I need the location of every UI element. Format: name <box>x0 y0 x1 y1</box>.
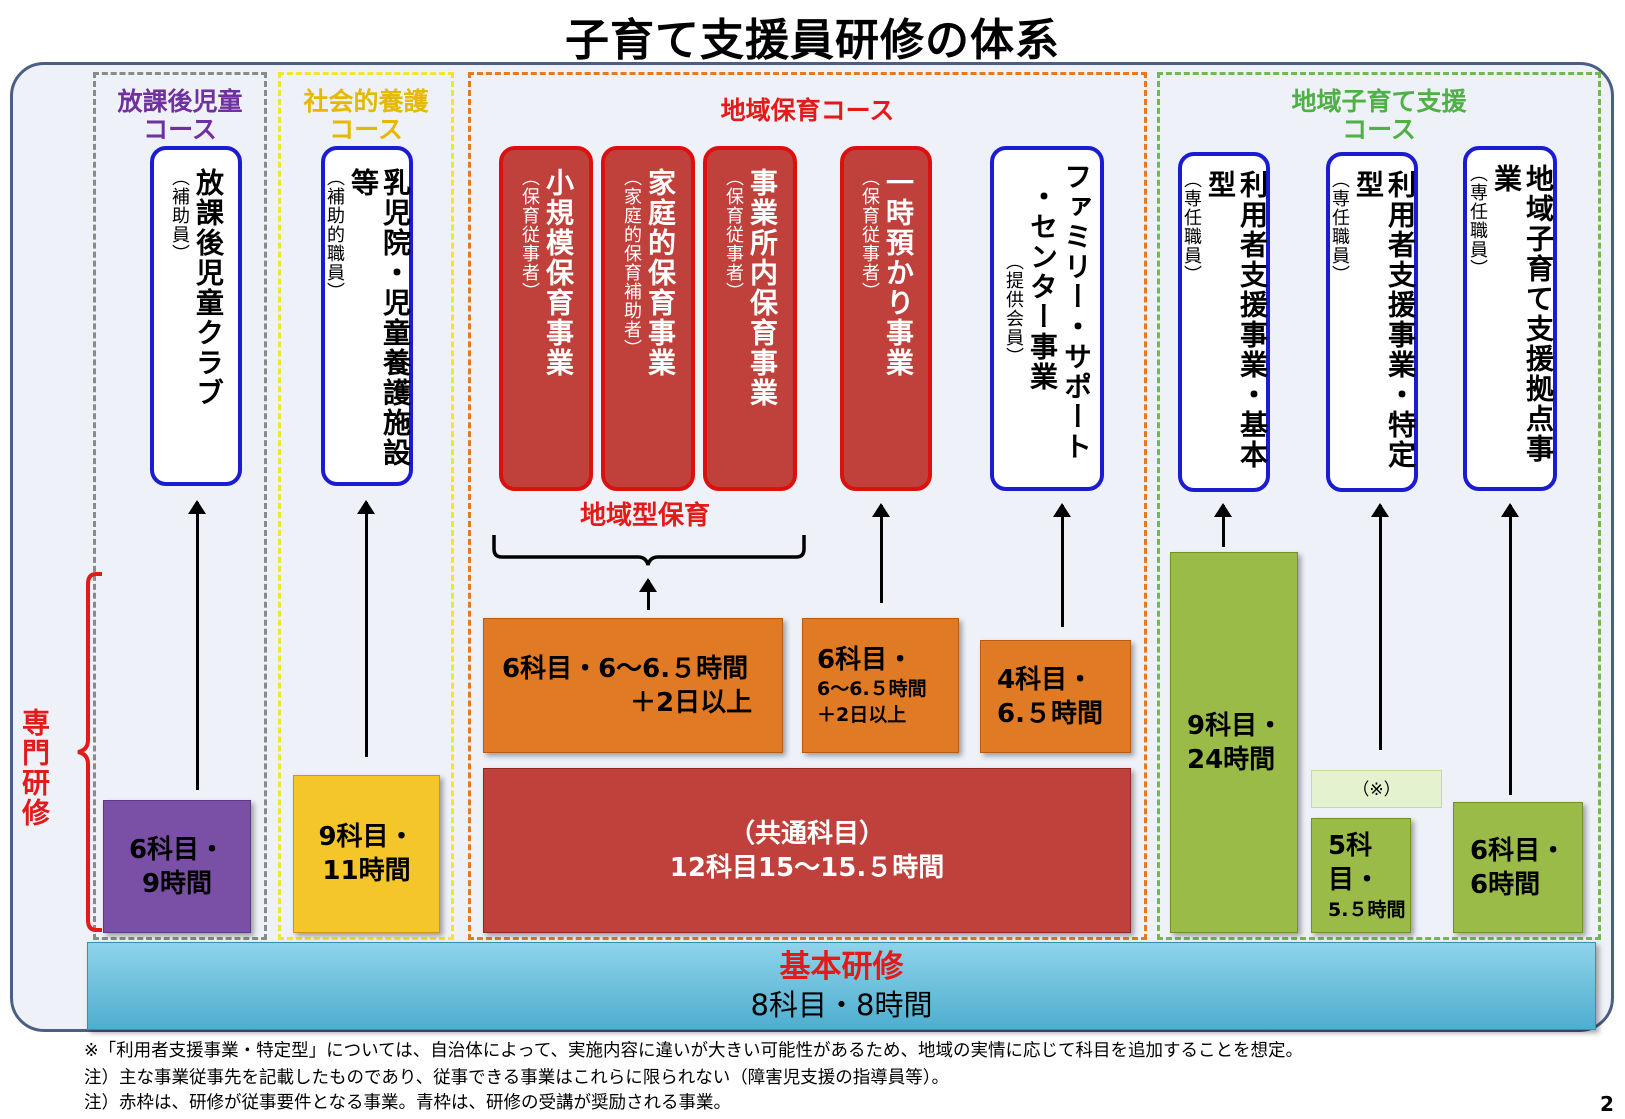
houkago-block-line2: 9時間 <box>141 868 213 899</box>
katei-box-role: （家庭的保育補助者） <box>621 168 642 358</box>
ichiji-box-title: 一時預かり事業 <box>882 168 915 378</box>
ichiji-block-line1: 6科目・ <box>817 644 914 675</box>
footnote-3: 注）赤枠は、研修が従事要件となる事業。青枠は、研修の受講が奨励される事業。 <box>84 1093 731 1113</box>
shakai-course-frame <box>278 72 454 940</box>
kyoten-arrow <box>1501 503 1519 795</box>
shokibo-box-title: 小規模保育事業 <box>542 168 575 378</box>
riyo-tokutei-box-role: （専任職員） <box>1329 170 1350 284</box>
footnote-2: 注）主な事業従事先を記載したものであり、従事できる事業はこれらに限られない（障害… <box>84 1068 950 1088</box>
riyo-kihon-block-line1: 9科目・ <box>1187 710 1284 741</box>
kyoten-box-role: （専任職員） <box>1467 164 1488 278</box>
jigyosho-box-title: 事業所内保育事業 <box>746 168 779 408</box>
chiiki-gata-brace <box>492 535 806 566</box>
chiiki-gata-arrow <box>639 578 657 610</box>
page-number: 2 <box>1600 1092 1614 1116</box>
nyujiin-box-title: 乳児院・児童養護施設等 <box>347 168 412 468</box>
ichiji-block-line3: ＋2日以上 <box>817 703 907 726</box>
chiiki-kosodate-course-frame <box>1157 72 1601 940</box>
tokutei-note-box: （※） <box>1311 770 1442 808</box>
family-support-box: ファミリー・サポート ・センター事業 （提供会員） <box>990 146 1104 491</box>
family-block-line2: 6.５時間 <box>997 698 1103 729</box>
chiiki-kosodate-course-label: 地域子育て支援 コース <box>1291 87 1467 144</box>
tokutei-note-text: （※） <box>1352 780 1401 800</box>
houkago-block: 6科目・ 9時間 <box>103 800 251 933</box>
chiiki-hoiku-course-frame <box>468 72 1147 940</box>
katei-box-title: 家庭的保育事業 <box>644 168 677 378</box>
shokibo-box: 小規模保育事業 （保育従事者） <box>499 146 593 491</box>
houkago-box: 放課後児童クラブ （補助員） <box>150 146 242 486</box>
common-subjects-line2: 12科目15〜15.５時間 <box>669 852 945 883</box>
shakai-arrow <box>357 500 375 757</box>
chiiki-gata-label: 地域型保育 <box>579 501 710 531</box>
ichiji-arrow <box>872 503 890 603</box>
kyoten-box-title: 地域子育て支援拠点事業 <box>1490 164 1555 464</box>
riyo-tokutei-block-line1: 5科目・ <box>1328 830 1381 895</box>
houkago-course-label: 放課後児童 コース <box>117 87 243 144</box>
katei-box: 家庭的保育事業 （家庭的保育補助者） <box>601 146 695 491</box>
riyo-kihon-box-role: （専任職員） <box>1181 170 1202 284</box>
riyo-kihon-block: 9科目・ 24時間 <box>1170 552 1298 933</box>
ichiji-block-line2: 6〜6.５時間 <box>817 677 927 700</box>
chiiki-hoiku-course-label: 地域保育コース <box>720 96 895 125</box>
nyujiin-box-role: （補助的職員） <box>324 168 345 301</box>
shakai-block-line2: 11時間 <box>322 856 411 886</box>
houkago-box-role: （補助員） <box>169 168 190 263</box>
riyo-tokutei-arrow <box>1371 503 1389 750</box>
chiiki-gata-block: 6科目・6〜6.５時間 ＋2日以上 <box>483 618 783 753</box>
shokibo-box-role: （保育従事者） <box>519 168 540 301</box>
ichiji-block: 6科目・ 6〜6.５時間 ＋2日以上 <box>802 618 959 753</box>
chiiki-gata-block-line1: 6科目・6〜6.５時間 <box>502 653 749 684</box>
shakai-course-label: 社会的養護 コース <box>303 87 429 144</box>
base-training-sub: 8科目・8時間 <box>750 988 933 1022</box>
riyo-tokutei-block-line2: 5.５時間 <box>1328 898 1406 921</box>
riyo-kihon-box-title: 利用者支援事業・基本型 <box>1204 170 1269 470</box>
senmon-bracket <box>77 572 102 932</box>
ichiji-box: 一時預かり事業 （保育従事者） <box>840 146 932 491</box>
houkago-block-line1: 6科目・ <box>128 834 226 865</box>
family-arrow <box>1053 503 1071 627</box>
family-support-box-title-1: ファミリー・サポート <box>1060 162 1093 462</box>
family-support-box-title-2: ・センター事業 <box>1026 182 1059 392</box>
base-training-title: 基本研修 <box>779 949 904 985</box>
houkago-box-title: 放課後児童クラブ <box>192 168 225 408</box>
riyo-kihon-box: 利用者支援事業・基本型 （専任職員） <box>1178 152 1270 492</box>
kyoten-block-line2: 6時間 <box>1470 869 1541 900</box>
footnote-1: ※「利用者支援事業・特定型」については、自治体によって、実施内容に違いが大きい可… <box>84 1041 1304 1061</box>
riyo-tokutei-box: 利用者支援事業・特定型 （専任職員） <box>1326 152 1418 492</box>
nyujiin-box: 乳児院・児童養護施設等 （補助的職員） <box>321 146 413 486</box>
riyo-tokutei-block: 5科目・ 5.５時間 <box>1311 818 1411 933</box>
family-support-box-role: （提供会員） <box>1003 252 1024 366</box>
common-subjects-line1: （共通科目） <box>728 818 885 849</box>
family-block-line1: 4科目・ <box>997 664 1094 695</box>
page-title: 子育て支援員研修の体系 <box>565 15 1060 66</box>
jigyosho-box-role: （保育従事者） <box>723 168 744 301</box>
riyo-tokutei-box-title: 利用者支援事業・特定型 <box>1352 170 1417 470</box>
houkago-course-frame <box>93 72 267 940</box>
kyoten-box: 地域子育て支援拠点事業 （専任職員） <box>1463 146 1557 491</box>
riyo-kihon-arrow <box>1214 503 1232 547</box>
kyoten-block: 6科目・ 6時間 <box>1453 802 1583 933</box>
houkago-arrow <box>188 500 206 790</box>
family-block: 4科目・ 6.５時間 <box>980 640 1131 753</box>
common-subjects-block: （共通科目） 12科目15〜15.５時間 <box>483 768 1131 933</box>
shakai-block: 9科目・ 11時間 <box>293 775 440 933</box>
ichiji-box-role: （保育従事者） <box>859 168 880 301</box>
jigyosho-box: 事業所内保育事業 （保育従事者） <box>703 146 797 491</box>
chiiki-gata-block-line2: ＋2日以上 <box>630 687 753 718</box>
shakai-block-line1: 9科目・ <box>318 822 415 852</box>
base-training-bar: 基本研修 8科目・8時間 <box>87 942 1596 1030</box>
riyo-kihon-block-line2: 24時間 <box>1187 744 1276 775</box>
kyoten-block-line1: 6科目・ <box>1470 835 1567 866</box>
senmon-label: 専門研修 <box>18 708 51 828</box>
